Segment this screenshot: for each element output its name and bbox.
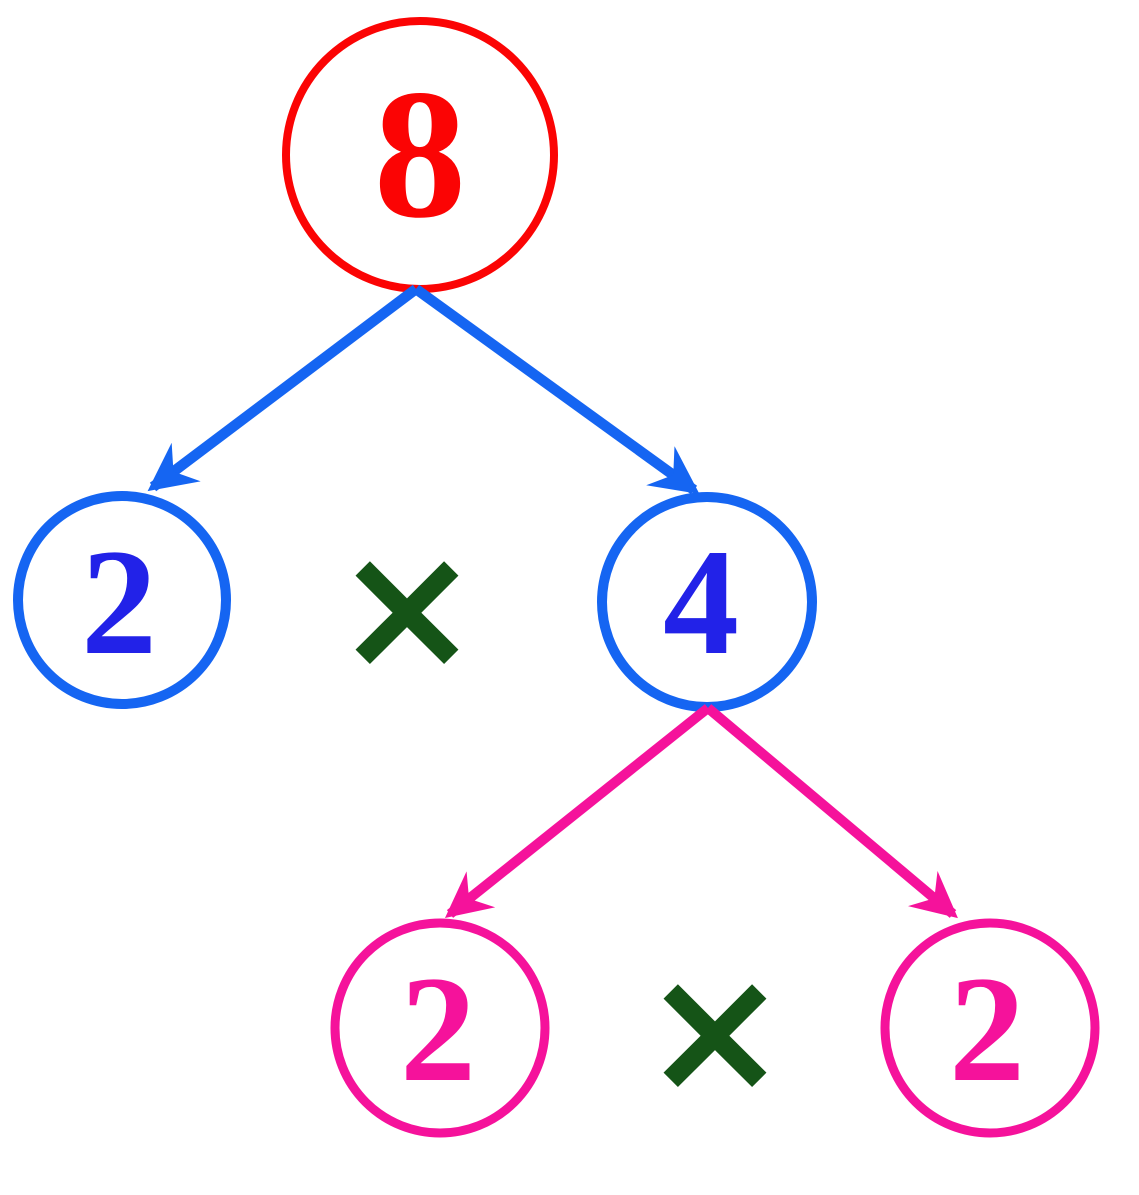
node-value-4: 4 <box>663 518 739 686</box>
node-circle-2-bottom-left <box>330 918 550 1138</box>
node-value-2-bottom-right: 2 <box>949 945 1025 1113</box>
multiply-icon: × <box>642 930 789 1133</box>
node-circle-2-bottom-right <box>880 918 1100 1138</box>
multiply-icon: × <box>334 507 481 710</box>
node-value-2-bottom-left: 2 <box>400 945 476 1113</box>
edge-4-to-2-right <box>704 704 958 919</box>
node-value-8: 8 <box>374 52 467 257</box>
node-value-2-left: 2 <box>81 518 157 686</box>
node-circle-2-left <box>13 491 231 709</box>
edge-8-to-4 <box>412 284 700 495</box>
edge-4-to-2-left <box>444 704 712 919</box>
edge-8-to-2 <box>147 284 420 492</box>
